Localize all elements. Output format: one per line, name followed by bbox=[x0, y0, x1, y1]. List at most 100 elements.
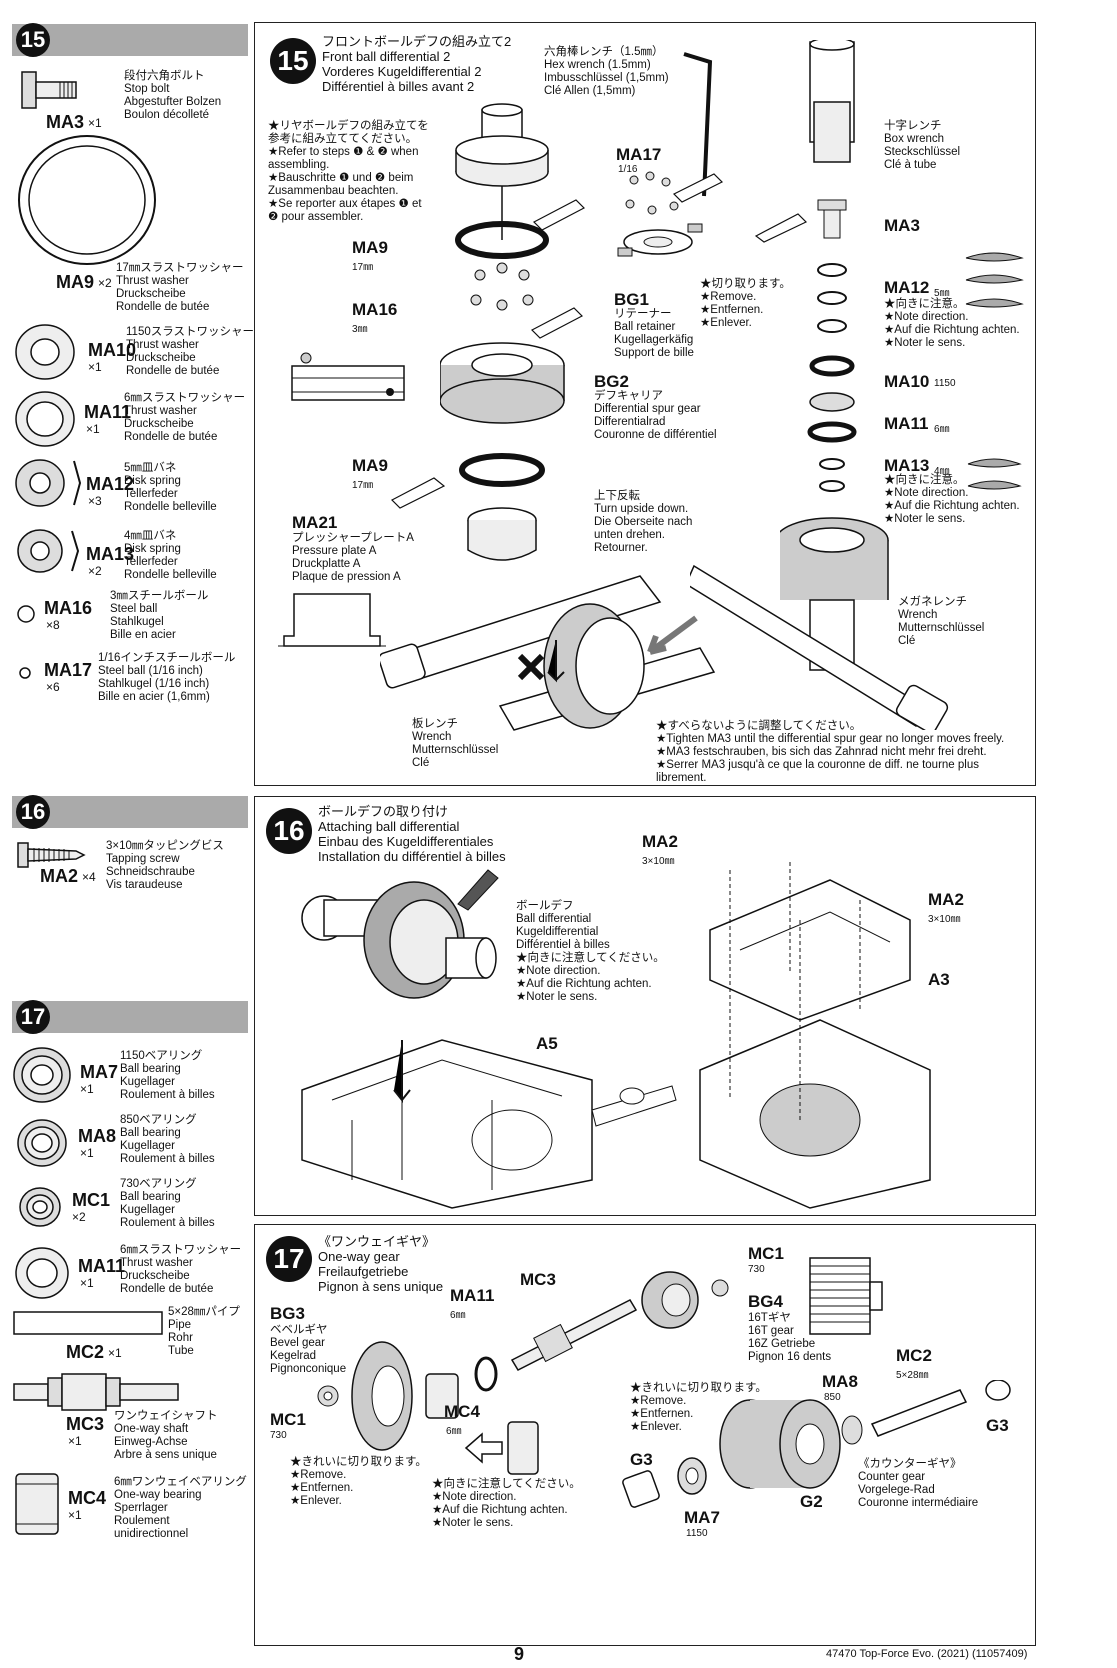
wrench-right-drawing bbox=[690, 564, 949, 730]
label-ma10-size: 1150 bbox=[934, 378, 956, 389]
label-ma11-size: 6㎜ bbox=[934, 424, 950, 435]
label-ma17-size: 1/16 bbox=[618, 164, 638, 175]
label-ma9-bottom-size: 17㎜ bbox=[352, 480, 374, 491]
part-code-ma12: MA12 bbox=[86, 474, 135, 494]
part-code-ma10: MA10 bbox=[88, 340, 137, 360]
part-desc-ma16: 3㎜スチールボール Steel ball Stahlkugel Bille en… bbox=[110, 590, 209, 641]
label-mc2: MC2 bbox=[896, 1346, 932, 1365]
label-ma12-size: 5㎜ bbox=[934, 288, 950, 299]
part-desc-ma3: 段付六角ボルト Stop bolt Abgestufter Bolzen Bou… bbox=[124, 70, 222, 121]
part-qty-ma3: ×1 bbox=[88, 116, 102, 130]
step-17-number: 17 bbox=[266, 1236, 312, 1282]
label-ma11-s17-size: 6㎜ bbox=[450, 1310, 466, 1321]
part-qty-ma9: ×2 bbox=[98, 276, 112, 290]
label-ma2-right-size: 3×10㎜ bbox=[928, 914, 961, 925]
part-code-ma13: MA13 bbox=[86, 544, 135, 564]
part-qty-mc3: ×1 bbox=[68, 1434, 82, 1448]
part-qty-ma2: ×4 bbox=[82, 870, 96, 884]
label-ma16: MA16 bbox=[352, 300, 398, 319]
disk-spring-direction-icon-2 bbox=[967, 458, 1022, 490]
label-mc4-size: 6㎜ bbox=[446, 1426, 462, 1437]
part-code-ma11b: MA11 bbox=[78, 1256, 126, 1276]
label-mc2-size: 5×28㎜ bbox=[896, 1370, 929, 1381]
bg3-desc: ベベルギヤ Bevel gear Kegelrad Pignonconique bbox=[270, 1324, 347, 1375]
ma12-direction-note: ★向きに注意。 ★Note direction. ★Auf die Richtu… bbox=[884, 298, 1020, 349]
part-code-mc2: MC2 bbox=[66, 1342, 105, 1362]
part-code-ma3: MA3 bbox=[46, 112, 85, 132]
label-ma2-left: MA2 bbox=[642, 832, 678, 851]
part-code-ma11: MA11 bbox=[84, 402, 132, 422]
label-ma8-size: 850 bbox=[824, 1392, 841, 1403]
label-bg2: BG2 bbox=[594, 372, 629, 391]
label-ma2-left-size: 3×10㎜ bbox=[642, 856, 675, 867]
diff-exploded-stack-drawing bbox=[440, 103, 565, 561]
part-code-mc4: MC4 bbox=[68, 1488, 107, 1508]
wrench2-label: 板レンチ Wrench Mutternschlüssel Clé bbox=[412, 718, 499, 769]
thrust-washer-ma11-icon bbox=[15, 391, 75, 447]
parts-header-bar-17 bbox=[12, 1001, 248, 1033]
label-ma7: MA7 bbox=[684, 1508, 720, 1527]
counter-gear-side-view bbox=[809, 1257, 883, 1335]
disk-spring-ma12-icon bbox=[15, 459, 82, 507]
counter-gear-label: 《カウンターギヤ》 Counter gear Vorgelege-Rad Cou… bbox=[858, 1458, 979, 1509]
label-ma2-right: MA2 bbox=[928, 890, 964, 909]
part-code-ma2: MA2 bbox=[40, 866, 79, 886]
label-ma21: MA21 bbox=[292, 513, 338, 532]
part-desc-mc2: 5×28㎜パイプ Pipe Rohr Tube bbox=[168, 1306, 240, 1357]
part-qty-ma13: ×2 bbox=[88, 564, 102, 578]
part-desc-ma2: 3×10㎜タッピングビス Tapping screw Schneidschrau… bbox=[106, 840, 224, 891]
label-bg4: BG4 bbox=[748, 1292, 783, 1311]
wrench1-label: メガネレンチ Wrench Mutternschlüssel Clé bbox=[898, 596, 985, 647]
label-ma16-size: 3㎜ bbox=[352, 324, 368, 335]
label-g2: G2 bbox=[800, 1492, 823, 1511]
part-desc-ma11b: 6㎜スラストワッシャー Thrust washer Druckscheibe R… bbox=[120, 1244, 242, 1295]
label-g3-right: G3 bbox=[986, 1416, 1009, 1435]
part-qty-ma7: ×1 bbox=[80, 1082, 94, 1096]
part-code-mc3: MC3 bbox=[66, 1414, 105, 1434]
grease-tube-icon-2 bbox=[532, 199, 586, 231]
part-desc-ma8: 850ベアリング Ball bearing Kugellager Rouleme… bbox=[120, 1114, 215, 1165]
grease-tube-icon-6 bbox=[457, 869, 499, 911]
one-way-bearing-icon bbox=[15, 1473, 59, 1535]
part-qty-ma17: ×6 bbox=[46, 680, 60, 694]
stop-bolt-icon bbox=[21, 71, 77, 109]
part-desc-mc3: ワンウェイシャフト One-way shaft Einweg-Achse Arb… bbox=[114, 1410, 218, 1461]
counter-gear-exploded-drawing bbox=[622, 1380, 1011, 1508]
parts-header-bar-16 bbox=[12, 796, 248, 828]
part-desc-ma11: 6㎜スラストワッシャー Thrust washer Druckscheibe R… bbox=[124, 392, 246, 443]
part-qty-ma16: ×8 bbox=[46, 618, 60, 632]
wrench-on-diff-drawing bbox=[380, 575, 716, 731]
thrust-washer-ma10-icon bbox=[15, 324, 75, 380]
s17-direction-note: ★向きに注意してください。 ★Note direction. ★Auf die … bbox=[432, 1478, 581, 1529]
grease-tube-icon-3 bbox=[530, 307, 584, 339]
bg4-desc: 16Tギヤ 16T gear 16Z Getriebe Pignon 16 de… bbox=[748, 1312, 832, 1363]
part-desc-ma12: 5㎜皿バネ Disk spring Tellerfeder Rondelle b… bbox=[124, 462, 217, 513]
label-mc1-bottom: MC1 bbox=[270, 1410, 306, 1429]
parts-step-number-15: 15 bbox=[16, 23, 50, 57]
parts-header-bar-15 bbox=[12, 24, 248, 56]
bg2-desc: デフキャリア Differential spur gear Differenti… bbox=[594, 390, 717, 441]
footer-id: 47470 Top-Force Evo. (2021) (11057409) bbox=[826, 1648, 1028, 1660]
steel-ball-ma17-icon bbox=[19, 667, 31, 679]
step-17-title: 《ワンウェイギヤ》 One-way gear Freilaufgetriebe … bbox=[318, 1234, 444, 1294]
label-ma12: MA12 bbox=[884, 278, 930, 297]
part-qty-ma8: ×1 bbox=[80, 1146, 94, 1160]
part-code-ma17: MA17 bbox=[44, 660, 93, 680]
s17-remove-note-left: ★きれいに切り取ります。 ★Remove. ★Entfernen. ★Enlev… bbox=[290, 1456, 427, 1507]
upside-down-note: 上下反転 Turn upside down. Die Oberseite nac… bbox=[594, 490, 693, 554]
label-ma11: MA11 bbox=[884, 414, 929, 433]
parts-step-number-16: 16 bbox=[16, 795, 50, 829]
tighten-note: ★すべらないように調整してください。 ★Tighten MA3 until th… bbox=[656, 720, 1005, 784]
ball-bearing-mc1-icon bbox=[19, 1187, 61, 1227]
label-mc1-bottom-size: 730 bbox=[270, 1430, 287, 1441]
part-desc-ma13: 4㎜皿バネ Disk spring Tellerfeder Rondelle b… bbox=[124, 530, 217, 581]
one-way-gear-exploded-drawing bbox=[317, 1271, 729, 1451]
s16-direction-note: ★向きに注意してください。 ★Note direction. ★Auf die … bbox=[516, 952, 665, 1003]
label-ma13: MA13 bbox=[884, 456, 930, 475]
grease-tube-icon bbox=[672, 173, 724, 203]
part-code-mc1: MC1 bbox=[72, 1190, 111, 1210]
disk-spring-ma13-icon bbox=[17, 529, 80, 573]
label-ma11-s17: MA11 bbox=[450, 1286, 495, 1305]
part-desc-ma7: 1150ベアリング Ball bearing Kugellager Roulem… bbox=[120, 1050, 215, 1101]
ball-diff-label: ボールデフ Ball differential Kugeldifferentia… bbox=[516, 900, 610, 951]
